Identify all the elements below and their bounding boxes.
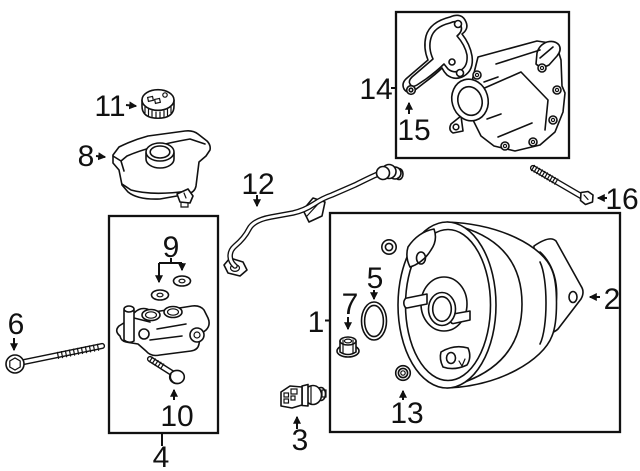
bolt-6-drawing (5, 342, 106, 374)
booster-box (328, 211, 622, 434)
callout-3: 3 (292, 424, 309, 457)
reservoir-drawing (112, 130, 211, 208)
reservoir-cap-drawing (141, 88, 175, 120)
callout-7: 7 (342, 288, 359, 321)
callout-8: 8 (78, 140, 95, 173)
master-cylinder-drawing (115, 275, 210, 385)
callout-12: 12 (241, 168, 274, 201)
callout-13: 13 (390, 397, 423, 430)
callout-9: 9 (163, 231, 180, 264)
callout-10: 10 (160, 400, 193, 433)
bolt-10-drawing (146, 355, 186, 385)
callout-15: 15 (397, 114, 430, 147)
callout-5: 5 (367, 262, 384, 295)
callout-6: 6 (8, 308, 25, 341)
callout-4: 4 (153, 441, 170, 471)
booster-stud (403, 293, 428, 309)
grommet-drawing (380, 239, 397, 256)
callout-16: 16 (605, 183, 638, 216)
callout-1: 1 (308, 306, 325, 339)
callout-2: 2 (604, 283, 621, 316)
callout-14: 14 (359, 73, 392, 106)
o-ring-drawing (360, 301, 388, 341)
bolt-16-drawing (529, 164, 594, 206)
callout-leaders (10, 87, 607, 446)
gasket-drawing (402, 14, 474, 96)
callout-11: 11 (94, 90, 125, 123)
vacuum-tube-drawing (223, 163, 404, 277)
sensor-drawing (280, 383, 327, 409)
vacuum-pump-drawing (449, 40, 566, 152)
master-cylinder-box (107, 214, 220, 435)
vacuum-pump-box (394, 10, 571, 160)
brake-booster-drawing (336, 221, 584, 389)
nut-drawing (336, 336, 360, 358)
grommet-13-drawing (394, 364, 412, 382)
